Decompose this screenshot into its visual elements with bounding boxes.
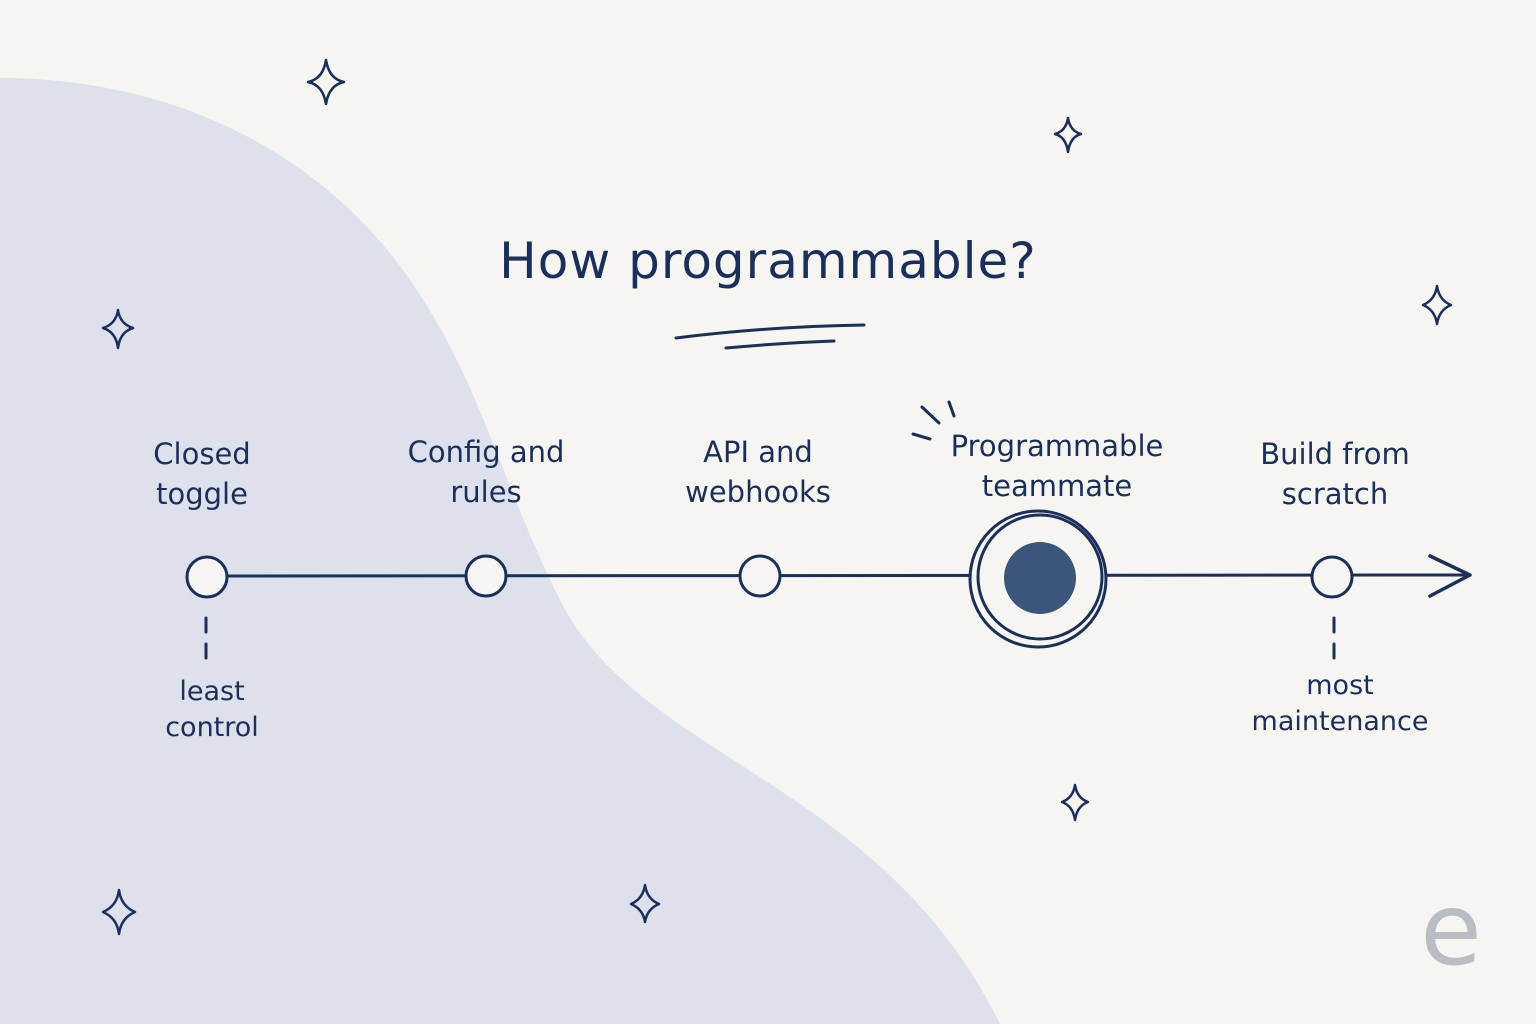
brand-logo: e	[1420, 871, 1482, 988]
stage-node-api-webhooks	[738, 554, 782, 598]
diagram-title: How programmable?	[499, 232, 1037, 290]
most-maintenance-note: most maintenance	[1251, 670, 1429, 737]
sparkle-icon	[101, 888, 137, 936]
sparkle-icon	[629, 883, 661, 924]
stage-label-closed-toggle: Closed toggle	[153, 437, 251, 511]
stage-node-build-from-scratch	[1310, 555, 1354, 599]
timeline-axis	[226, 573, 1470, 578]
least-control-note: least control	[165, 676, 259, 743]
stage-label-config-rules: Config and rules	[407, 435, 565, 509]
emphasis-marks-icon	[911, 400, 956, 441]
title-underline	[674, 323, 866, 350]
stage-label-api-webhooks: API and webhooks	[685, 435, 831, 509]
sparkle-icon	[306, 58, 346, 106]
sparkle-icon	[1053, 116, 1083, 154]
background-blob	[0, 78, 1000, 1024]
sparkle-icon	[1060, 783, 1090, 822]
sparkle-icon	[1421, 284, 1453, 326]
stage-node-programmable-teammate	[968, 509, 1108, 649]
stage-node-closed-toggle	[185, 555, 229, 599]
stage-label-programmable-teammate: Programmable teammate	[950, 429, 1164, 503]
arrow-head-icon	[1428, 554, 1472, 598]
sparkle-icon	[101, 308, 135, 350]
stage-node-config-rules	[464, 554, 508, 598]
stage-label-build-from-scratch: Build from scratch	[1260, 437, 1410, 511]
